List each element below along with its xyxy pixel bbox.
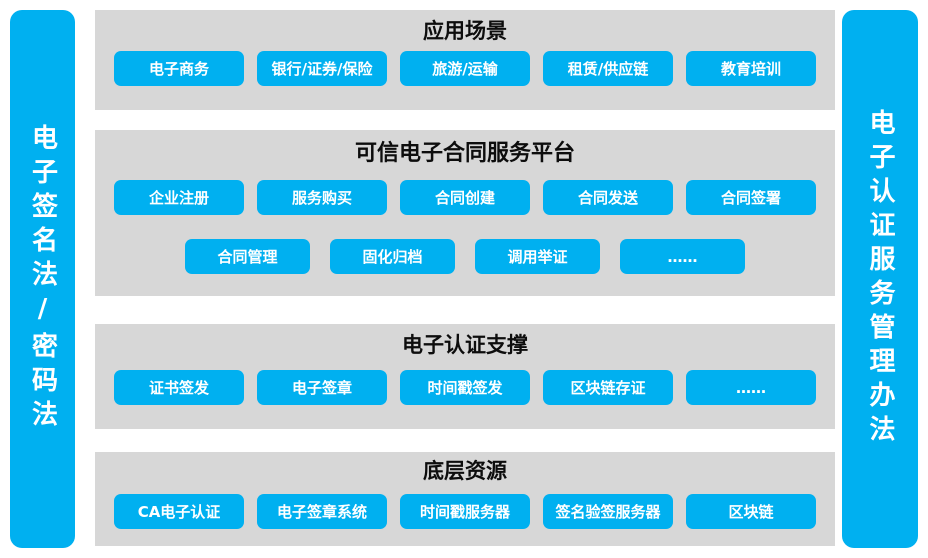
right-law-bar-label: 电子认证服务管理办法 xyxy=(865,109,895,449)
section-contract-platform: 可信电子合同服务平台 企业注册 服务购买 合同创建 合同发送 合同签署 合同管理… xyxy=(95,130,835,296)
platform-box-create: 合同创建 xyxy=(400,180,530,215)
platform-box-manage: 合同管理 xyxy=(185,239,310,274)
section-title: 应用场景 xyxy=(423,19,507,43)
scenario-box-education: 教育培训 xyxy=(686,51,816,86)
support-box-eseal: 电子签章 xyxy=(257,370,387,405)
section-title: 底层资源 xyxy=(423,459,507,483)
section-base-resources: 底层资源 CA电子认证 电子签章系统 时间戳服务器 签名验签服务器 区块链 xyxy=(95,452,835,546)
left-law-bar-label: 电子签名法/密码法 xyxy=(27,124,58,434)
button-row: 电子商务 银行/证券/保险 旅游/运输 租赁/供应链 教育培训 xyxy=(95,51,835,86)
platform-box-sign: 合同签署 xyxy=(686,180,816,215)
platform-box-ellipsis: …… xyxy=(620,239,745,274)
section-application-scenarios: 应用场景 电子商务 银行/证券/保险 旅游/运输 租赁/供应链 教育培训 xyxy=(95,10,835,110)
resource-box-ts-server: 时间戳服务器 xyxy=(400,494,530,529)
support-box-cert-issue: 证书签发 xyxy=(114,370,244,405)
scenario-box-travel: 旅游/运输 xyxy=(400,51,530,86)
scenario-box-banking: 银行/证券/保险 xyxy=(257,51,387,86)
support-box-blockchain: 区块链存证 xyxy=(543,370,673,405)
right-law-bar: 电子认证服务管理办法 xyxy=(842,10,918,548)
resource-box-ca: CA电子认证 xyxy=(114,494,244,529)
scenario-box-leasing: 租赁/供应链 xyxy=(543,51,673,86)
section-authentication-support: 电子认证支撑 证书签发 电子签章 时间戳签发 区块链存证 …… xyxy=(95,324,835,429)
resource-box-eseal-system: 电子签章系统 xyxy=(257,494,387,529)
support-box-timestamp: 时间戳签发 xyxy=(400,370,530,405)
section-title: 电子认证支撑 xyxy=(402,333,528,357)
button-row: 企业注册 服务购买 合同创建 合同发送 合同签署 xyxy=(95,180,835,215)
section-title: 可信电子合同服务平台 xyxy=(354,141,575,166)
platform-box-send: 合同发送 xyxy=(543,180,673,215)
resource-box-verify-server: 签名验签服务器 xyxy=(543,494,673,529)
resource-box-blockchain: 区块链 xyxy=(686,494,816,529)
left-law-bar: 电子签名法/密码法 xyxy=(10,10,75,548)
button-row: 证书签发 电子签章 时间戳签发 区块链存证 …… xyxy=(95,370,835,405)
button-row: CA电子认证 电子签章系统 时间戳服务器 签名验签服务器 区块链 xyxy=(95,494,835,529)
platform-box-archive: 固化归档 xyxy=(330,239,455,274)
platform-box-register: 企业注册 xyxy=(114,180,244,215)
platform-box-purchase: 服务购买 xyxy=(257,180,387,215)
scenario-box-ecommerce: 电子商务 xyxy=(114,51,244,86)
button-row: 合同管理 固化归档 调用举证 …… xyxy=(95,239,835,274)
platform-box-evidence: 调用举证 xyxy=(475,239,600,274)
support-box-ellipsis: …… xyxy=(686,370,816,405)
